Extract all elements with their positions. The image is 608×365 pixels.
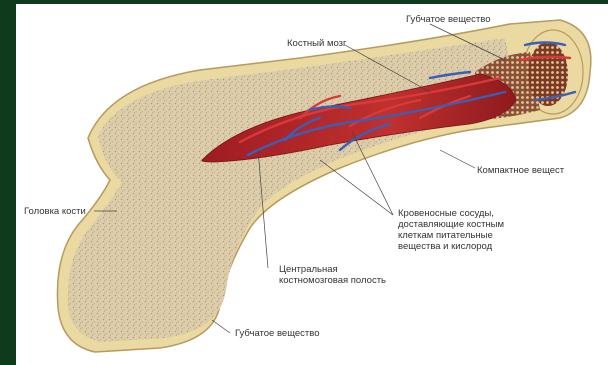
- label-vessels: Кровеносные сосуды, доставляющие костным…: [398, 208, 504, 252]
- label-spongy-top: Губчатое вещество: [406, 14, 491, 25]
- label-vessels-line3: клеткам питательные: [398, 230, 504, 241]
- label-cavity-line1: Центральная: [279, 264, 386, 275]
- label-bone-head: Головка кости: [24, 206, 86, 217]
- label-spongy-bottom: Губчатое вещество: [235, 328, 320, 339]
- label-bone-marrow: Костный мозг: [287, 38, 346, 49]
- label-compact: Компактное вещест: [477, 165, 564, 176]
- label-vessels-line1: Кровеносные сосуды,: [398, 208, 504, 219]
- label-cavity-line2: костномозговая полость: [279, 275, 386, 286]
- label-vessels-line2: доставляющие костным: [398, 219, 504, 230]
- label-vessels-line4: вещества и кислород: [398, 241, 504, 252]
- label-cavity: Центральная костномозговая полость: [279, 264, 386, 286]
